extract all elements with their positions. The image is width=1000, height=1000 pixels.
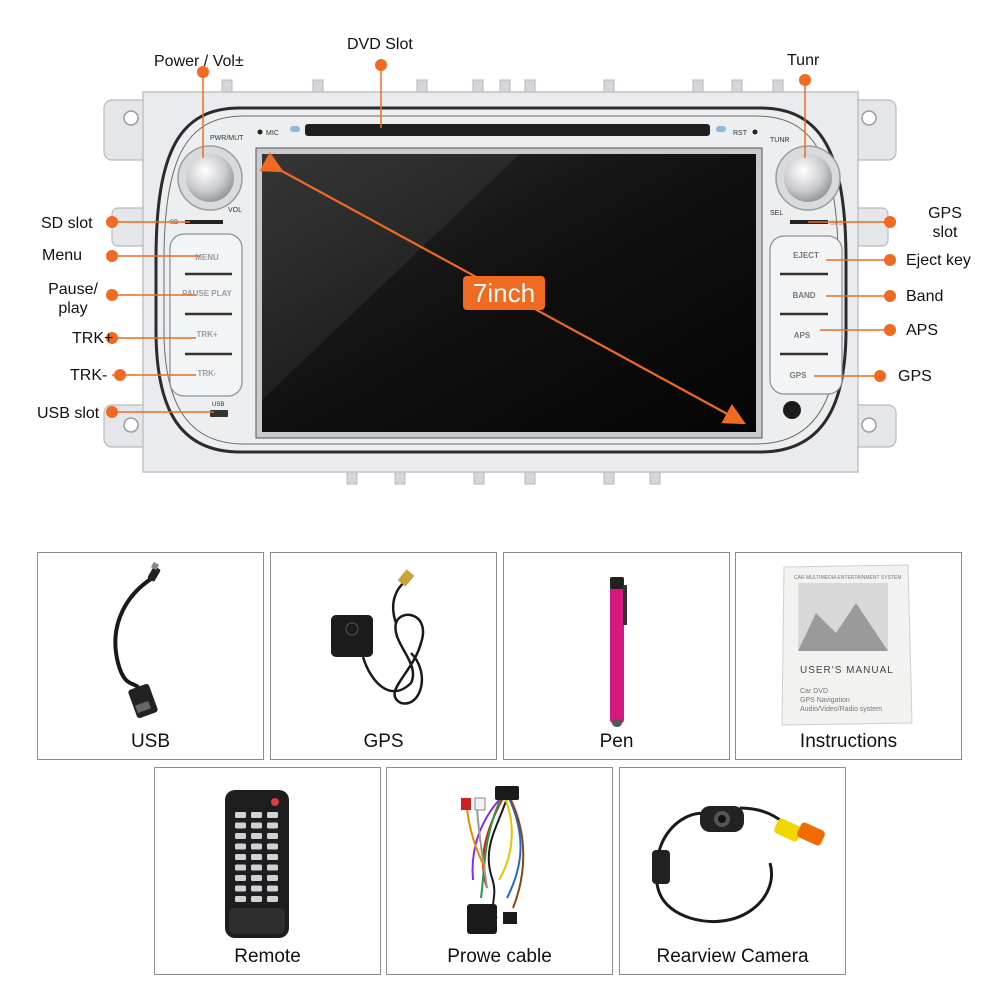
manual-book-icon: [781, 564, 913, 726]
accessory-power-cable: Prowe cable: [386, 767, 613, 975]
remote-key: [267, 875, 278, 881]
callout-dvd-slot: DVD Slot: [347, 36, 413, 53]
remote-key: [251, 833, 262, 839]
left-button-2: PAUSE PLAY: [182, 289, 232, 298]
callout-trk-minus: TRK-: [70, 367, 108, 384]
sd-card-slot: [185, 220, 223, 224]
manual-line-2: GPS Navigation: [800, 697, 850, 704]
callout-usb-slot: USB slot: [37, 405, 100, 422]
accessory-label-power-cable: Prowe cable: [447, 946, 552, 967]
callout-pause-play-line1: Pause/: [48, 281, 98, 298]
accessory-label-instructions: Instructions: [799, 731, 898, 752]
tunr-label: TUNR: [770, 137, 789, 144]
remote-key: [267, 854, 278, 860]
stylus-pen-icon: [610, 577, 627, 727]
manual-line-1: Car DVD: [800, 688, 829, 695]
mic-label: MIC: [266, 130, 279, 137]
callout-eject-key: Eject key: [906, 252, 971, 269]
remote-key: [251, 822, 262, 829]
accessory-rearview-camera: Rearview Camera: [619, 767, 846, 975]
callout-pause-play-line2: play: [58, 300, 88, 317]
mic-hole: [257, 129, 263, 135]
sd-label: SD: [170, 220, 179, 226]
remote-key: [235, 822, 246, 829]
callout-gps: GPS: [898, 368, 932, 385]
right-button-eject: EJECT: [793, 251, 819, 260]
accessory-label-gps: GPS: [363, 731, 404, 752]
remote-key: [235, 812, 246, 818]
callout-band: Band: [906, 288, 944, 305]
manual-header: CAR MULTIMEDIA ENTERTAINMENT SYSTEM: [794, 575, 902, 581]
gps-slot-label: GPS: [830, 221, 843, 227]
manual-title: USER'S MANUAL: [800, 665, 894, 676]
right-button-band: BAND: [792, 291, 815, 300]
sel-label: SEL: [770, 210, 783, 217]
remote-key: [251, 885, 262, 892]
remote-key: [267, 822, 278, 829]
callout-power-vol: Power / Vol±: [154, 53, 244, 70]
callout-sd-slot: SD slot: [41, 215, 93, 232]
callout-gps-slot-line1: GPS: [928, 205, 962, 222]
callout-aps: APS: [906, 322, 939, 339]
callout-tunr: Tunr: [787, 52, 820, 69]
callout-menu: Menu: [42, 247, 83, 264]
wiring-harness-icon: [461, 786, 525, 934]
right-button-aps: APS: [794, 331, 811, 340]
remote-key: [267, 812, 278, 818]
accessory-remote: Remote: [154, 767, 381, 975]
remote-key: [251, 896, 262, 902]
remote-key: [251, 843, 262, 850]
left-button-1: MENU: [195, 253, 219, 262]
remote-key: [251, 854, 262, 860]
accessory-instructions: CAR MULTIMEDIA ENTERTAINMENT SYSTEM USER…: [735, 552, 962, 760]
accessory-gps: GPS: [270, 552, 497, 760]
left-button-4: TRK-: [197, 369, 216, 378]
remote-key: [235, 875, 246, 881]
device-diagram: PWR/MUT MIC RST TUNR VOL SEL SD GPS USB …: [37, 36, 971, 485]
rst-label: RST: [733, 130, 748, 137]
remote-key: [235, 843, 246, 850]
remote-key: [267, 885, 278, 892]
ir-sensor: [783, 401, 801, 419]
accessory-pen: Pen: [503, 552, 730, 760]
callout-gps-slot: GPS slot: [920, 204, 970, 242]
remote-key: [235, 896, 246, 902]
remote-key: [251, 812, 262, 818]
accessory-label-rearview-camera: Rearview Camera: [656, 946, 809, 967]
right-button-gps: GPS: [790, 371, 808, 380]
screen-size-badge: 7inch: [463, 276, 545, 310]
remote-key: [267, 833, 278, 839]
car-stereo-unit: PWR/MUT MIC RST TUNR VOL SEL SD GPS USB …: [103, 59, 897, 485]
remote-key: [235, 864, 246, 871]
gps-antenna-icon: [331, 569, 425, 705]
remote-control-icon: [225, 790, 289, 938]
remote-key: [267, 864, 278, 871]
remote-key: [235, 885, 246, 892]
vol-label: VOL: [228, 207, 242, 214]
usb-cable-icon: [113, 561, 161, 719]
manual-line-3: Audio/Video/Radio system: [800, 706, 882, 713]
callout-pause-play: Pause/ play: [40, 280, 106, 318]
accessory-usb: USB: [37, 552, 264, 760]
remote-key: [235, 854, 246, 860]
usb-port: [210, 410, 228, 417]
remote-key: [267, 896, 278, 902]
callout-trk-plus: TRK+: [72, 330, 114, 347]
rearview-camera-icon: [652, 806, 825, 924]
remote-key: [251, 864, 262, 871]
callout-gps-slot-line2: slot: [932, 224, 958, 241]
callout-dots: [106, 59, 896, 418]
remote-key: [251, 875, 262, 881]
remote-key: [235, 833, 246, 839]
usb-label: USB: [212, 402, 224, 408]
dvd-slot: [305, 124, 710, 136]
callout-lines: [112, 65, 890, 413]
remote-key: [267, 843, 278, 850]
accessory-label-remote: Remote: [234, 946, 301, 967]
left-button-3: TRK+: [196, 330, 217, 339]
accessory-label-pen: Pen: [599, 731, 634, 752]
rst-hole: [752, 129, 758, 135]
pwr-mut-label: PWR/MUT: [210, 135, 244, 142]
accessory-label-usb: USB: [130, 731, 171, 752]
